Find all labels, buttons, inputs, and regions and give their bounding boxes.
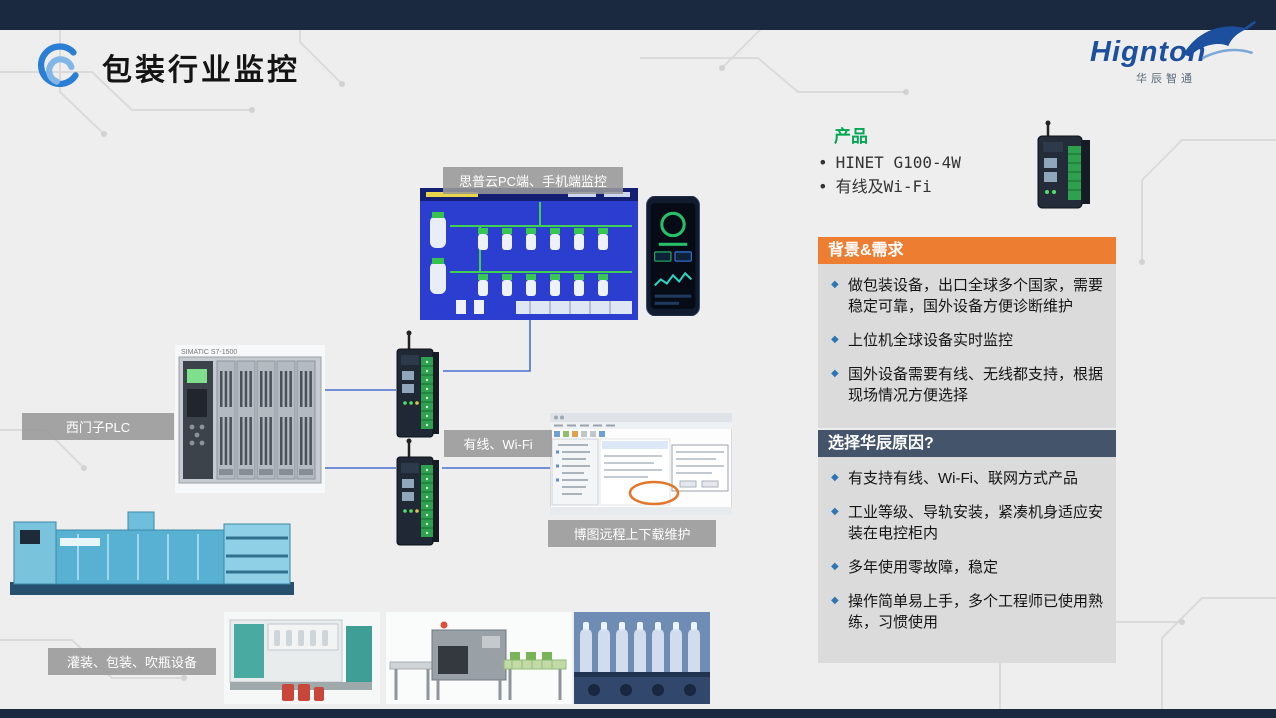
product-item-connectivity: • 有线及Wi-Fi <box>818 175 1018 199</box>
siemens-plc-graphic: SIMATIC S7-1500 <box>175 345 325 493</box>
gateway-device-2-graphic <box>395 437 441 547</box>
list-item: ◆ 工业等级、导轨安装，紧凑机身适应安装在电控柜内 <box>831 502 1103 544</box>
diamond-bullet-icon: ◆ <box>831 561 839 572</box>
diamond-bullet-icon: ◆ <box>831 472 839 483</box>
list-item: ◆ 国外设备需要有线、无线都支持，根据现场情况方便选择 <box>831 364 1103 406</box>
list-item: ◆ 操作简单易上手，多个工程师已使用熟练，习惯使用 <box>831 591 1103 633</box>
filling-machine-image <box>224 612 380 709</box>
product-device-image <box>1030 120 1102 221</box>
list-item: ◆ 做包装设备，出口全球多个国家，需要稳定可靠，国外设备方便诊断维护 <box>831 275 1103 317</box>
background-panel-header: 背景&需求 <box>818 237 1116 264</box>
background-panel-list: ◆ 做包装设备，出口全球多个国家，需要稳定可靠，国外设备方便诊断维护 ◆ 上位机全球… <box>831 275 1103 406</box>
plc-model-text: SIMATIC S7-1500 <box>181 349 237 356</box>
diamond-bullet-icon: ◆ <box>831 334 839 345</box>
product-item-text: 有线及Wi-Fi <box>835 177 932 196</box>
product-item-text: HINET G100-4W <box>835 153 961 172</box>
diamond-bullet-icon: ◆ <box>831 368 839 379</box>
product-item-model: • HINET G100-4W <box>818 151 1018 175</box>
gateway-device-2-image <box>395 437 441 551</box>
label-siemens-plc: 西门子PLC <box>22 413 174 440</box>
diamond-bullet-icon: ◆ <box>831 595 839 606</box>
reasons-panel-body: ◆ 有支持有线、Wi-Fi、联网方式产品 ◆ 工业等级、导轨安装，紧凑机身适应安装在… <box>818 457 1116 663</box>
product-section: 产品 • HINET G100-4W • 有线及Wi-Fi <box>818 122 1018 199</box>
background-panel-body: ◆ 做包装设备，出口全球多个国家，需要稳定可靠，国外设备方便诊断维护 ◆ 上位机全球… <box>818 264 1116 428</box>
phone-app-graphic <box>646 195 700 317</box>
gateway-device-1-image <box>395 329 441 443</box>
label-wired-wifi: 有线、Wi-Fi <box>444 430 552 457</box>
label-packaging-equipment: 灌装、包装、吹瓶设备 <box>48 648 216 675</box>
gazelle-icon <box>1183 20 1256 60</box>
brand-subtitle: 华辰智通 <box>1136 73 1196 85</box>
bottling-line-graphic <box>574 612 710 704</box>
list-item: ◆ 多年使用零故障，稳定 <box>831 557 1103 578</box>
packaging-machine-image <box>386 612 572 709</box>
bullet-dot-icon: • <box>818 177 828 196</box>
list-item: ◆ 有支持有线、Wi-Fi、联网方式产品 <box>831 468 1103 489</box>
top-bar <box>0 0 1276 30</box>
list-item-text: 做包装设备，出口全球多个国家，需要稳定可靠，国外设备方便诊断维护 <box>848 277 1104 315</box>
reasons-panel-header: 选择华辰原因? <box>818 430 1116 457</box>
reasons-panel-list: ◆ 有支持有线、Wi-Fi、联网方式产品 ◆ 工业等级、导轨安装，紧凑机身适应安装在… <box>831 468 1103 633</box>
product-heading: 产品 <box>834 127 868 146</box>
hignton-brand-logo: Hignton 华辰智通 <box>1090 20 1256 86</box>
list-item-text: 操作简单易上手，多个工程师已使用熟练，习惯使用 <box>848 593 1104 631</box>
gateway-device-1-graphic <box>395 329 441 439</box>
label-tia-remote: 博图远程上下载维护 <box>548 520 716 547</box>
list-item-text: 上位机全球设备实时监控 <box>848 332 1014 349</box>
page-title: 包装行业监控 <box>102 54 300 87</box>
diamond-bullet-icon: ◆ <box>831 506 839 517</box>
packaging-machine-graphic <box>386 612 572 704</box>
list-item: ◆ 上位机全球设备实时监控 <box>831 330 1103 351</box>
hignton-cloud-logo-icon <box>38 43 79 88</box>
product-device-graphic <box>1037 120 1090 209</box>
injection-machine-graphic <box>10 511 294 595</box>
tia-portal-graphic <box>549 412 733 516</box>
siemens-plc-image: SIMATIC S7-1500 <box>175 345 325 498</box>
diamond-bullet-icon: ◆ <box>831 279 839 290</box>
injection-machine-image <box>8 498 296 603</box>
tia-portal-image <box>549 412 733 520</box>
phone-app-image <box>646 195 700 321</box>
list-item-text: 有支持有线、Wi-Fi、联网方式产品 <box>848 470 1078 487</box>
list-item-text: 工业等级、导轨安装，紧凑机身适应安装在电控柜内 <box>848 504 1104 542</box>
scada-screen-graphic <box>420 188 638 320</box>
filling-machine-graphic <box>224 612 380 704</box>
list-item-text: 多年使用零故障，稳定 <box>848 559 999 576</box>
bottling-line-image <box>574 612 710 709</box>
bottom-bar <box>0 709 1276 718</box>
bullet-dot-icon: • <box>818 153 828 172</box>
slide-header: 包装行业监控 <box>34 40 300 94</box>
scada-screen-image <box>420 188 638 325</box>
label-cloud-monitor: 思普云PC端、手机端监控 <box>443 167 623 194</box>
list-item-text: 国外设备需要有线、无线都支持，根据现场情况方便选择 <box>848 366 1104 404</box>
